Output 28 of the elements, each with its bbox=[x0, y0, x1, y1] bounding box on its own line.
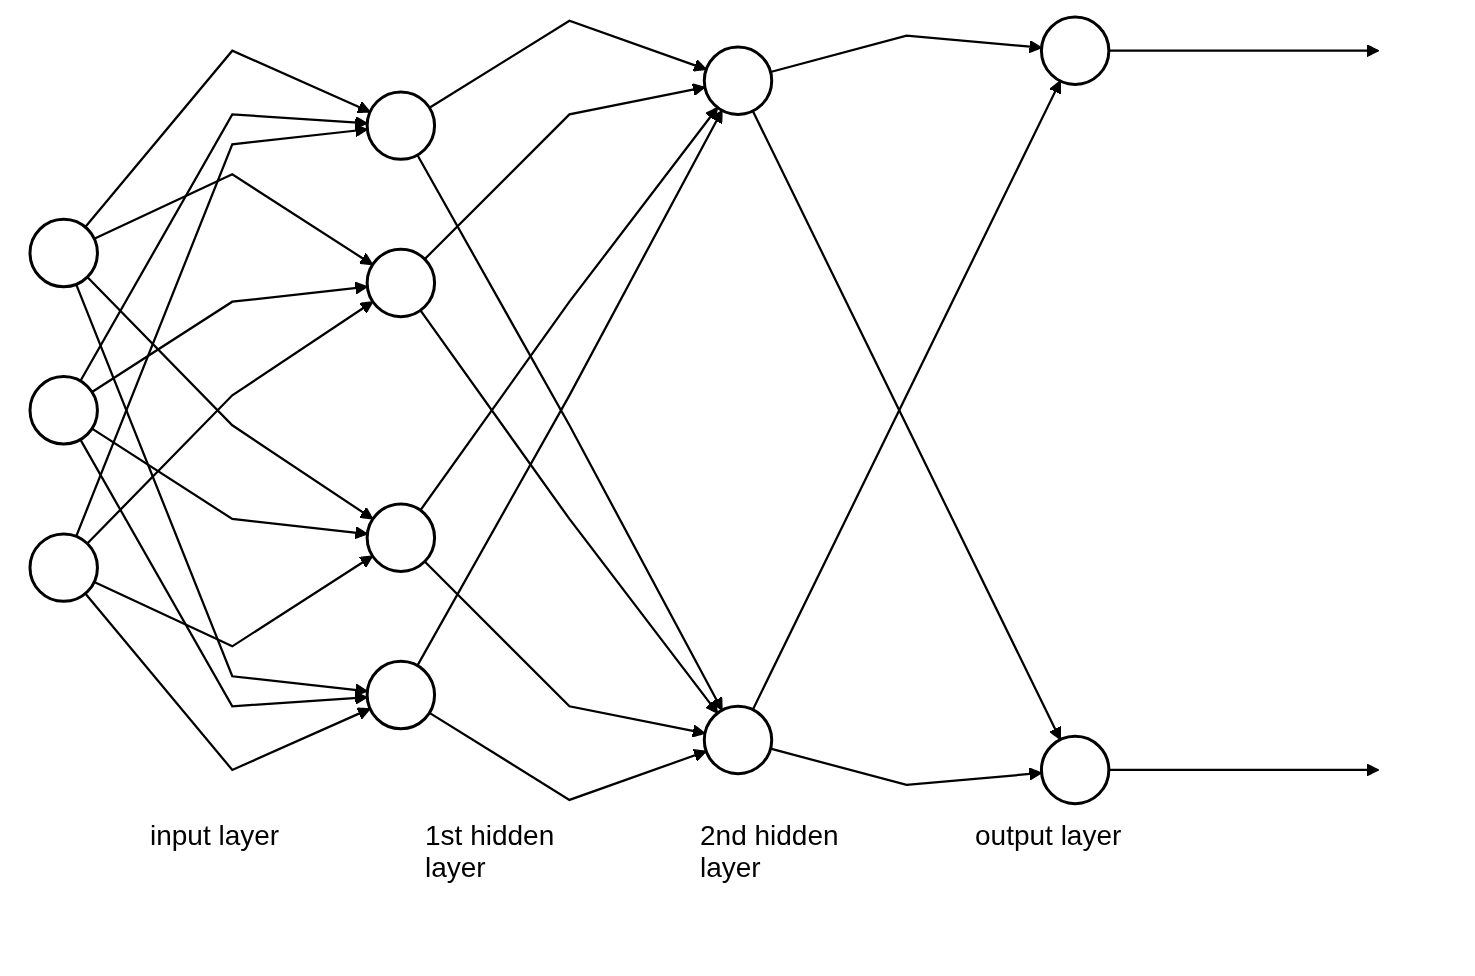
arrow bbox=[1108, 763, 1379, 777]
node-circle bbox=[1039, 15, 1110, 86]
arrow bbox=[86, 300, 373, 544]
node-circle bbox=[365, 247, 436, 318]
arrow bbox=[419, 106, 718, 511]
arrow bbox=[93, 555, 373, 648]
node-circle bbox=[365, 90, 436, 161]
node-circle bbox=[28, 532, 99, 603]
arrow bbox=[1108, 43, 1379, 57]
arrow bbox=[86, 275, 373, 520]
arrow bbox=[428, 711, 707, 801]
node-circle bbox=[1039, 734, 1110, 805]
arrow bbox=[83, 49, 371, 228]
node-circle bbox=[28, 374, 99, 446]
arrow bbox=[428, 19, 707, 109]
layer-label: input layer bbox=[150, 820, 281, 853]
arrow bbox=[423, 82, 706, 260]
node-circle bbox=[28, 217, 99, 288]
arrow bbox=[93, 172, 373, 265]
node-circle bbox=[365, 659, 436, 730]
layer-label: 2nd hidden layer bbox=[700, 820, 840, 884]
node-circle bbox=[702, 45, 773, 116]
arrow bbox=[83, 592, 371, 771]
arrow bbox=[419, 309, 718, 714]
node-circle bbox=[702, 704, 773, 775]
layer-label: output layer bbox=[975, 820, 1123, 853]
node-circle bbox=[365, 502, 436, 573]
layer-label: 1st hidden layer bbox=[425, 820, 556, 884]
